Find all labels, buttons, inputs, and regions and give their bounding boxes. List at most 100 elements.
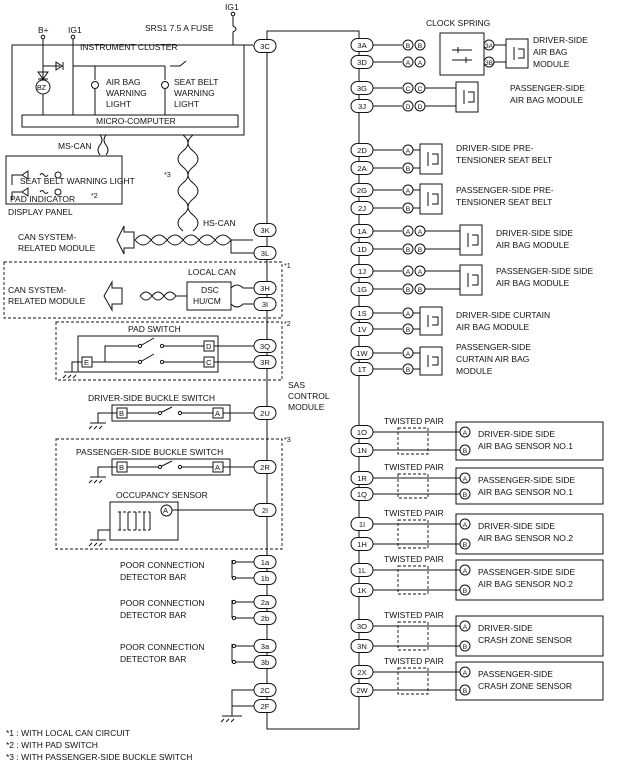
- left-pin-label: 3a: [261, 642, 270, 651]
- pad-indicator-lamp: [54, 188, 62, 196]
- right-pin-label: 3J: [358, 102, 366, 111]
- clock-spring-box: [439, 32, 485, 76]
- driver-airbag-squib: [505, 38, 529, 69]
- driver-pret-squib-element-icon: [427, 152, 439, 166]
- sensor-pin-a: [459, 564, 471, 576]
- left-pin-label: 2U: [260, 409, 270, 418]
- micro-computer-label: MICRO-COMPUTER: [96, 116, 176, 126]
- dsc-label-2: HU/CM: [193, 296, 221, 306]
- twisted-pair-label: TWISTED PAIR: [384, 508, 444, 518]
- note-2: *2 : WITH PAD SWITCH: [6, 740, 98, 750]
- driver-pret-plug-top-label: A: [406, 148, 411, 155]
- occupancy-pin-a-label: A: [163, 506, 169, 515]
- pad-indicator-note: *2: [91, 191, 98, 200]
- sensor-wire: [373, 671, 460, 691]
- twisted-pair-label: TWISTED PAIR: [384, 610, 444, 620]
- sensor-pin-b-label: B: [463, 492, 468, 499]
- local-can-note: *1: [284, 261, 291, 270]
- driver-airbag-plug2-bottom: [414, 56, 426, 68]
- seatbelt-warning-lamp-icon: [161, 81, 169, 89]
- dsc-label-1: DSC: [201, 285, 219, 295]
- right-pin-label: 1S: [357, 309, 366, 318]
- left-pin-bubble: [253, 571, 277, 585]
- sensor-pin-b: [459, 684, 471, 696]
- pass-side-ab-plug2-top-label: A: [418, 269, 423, 276]
- sensor-pin-b-label: B: [463, 588, 468, 595]
- pad-contact-1: [137, 343, 143, 349]
- fuse-label: SRS1 7.5 A FUSE: [145, 23, 214, 33]
- seatbelt-light-l2: WARNING: [174, 88, 215, 98]
- left-pin-label: 3I: [262, 300, 268, 309]
- twisted-pair-label: TWISTED PAIR: [384, 554, 444, 564]
- pass-airbag-squib-element-icon: [463, 90, 475, 104]
- driver-airbag-l2: AIR BAG: [533, 47, 567, 57]
- airbag-light-l3: LIGHT: [106, 99, 131, 109]
- right-pin-label: 1H: [357, 540, 367, 549]
- fuse-wire: [232, 16, 253, 46]
- note-3: *3 : WITH PASSENGER-SIDE BUCKLE SWITCH: [6, 752, 192, 762]
- sensor-label-l2: CRASH ZONE SENSOR: [478, 635, 572, 645]
- right-pin-label: 3A: [357, 41, 367, 50]
- poor-2-contact-b: [231, 615, 237, 621]
- driver-side-ab-squib: [459, 224, 483, 256]
- clock-spring-label: CLOCK SPRING: [426, 18, 490, 28]
- right-pin-label: 1J: [358, 267, 366, 276]
- pad-switch-title: PAD SWITCH: [128, 324, 181, 334]
- right-pin-label: 3D: [357, 58, 367, 67]
- right-pin-label: 1W: [356, 349, 368, 358]
- driver-buckle-pin-b-label: B: [119, 409, 124, 418]
- sensor-label-l2: AIR BAG SENSOR NO.1: [478, 487, 573, 497]
- sensor-pin-b-label: B: [463, 688, 468, 695]
- sensor-pin-a-label: A: [463, 522, 468, 529]
- sensor-box: [455, 615, 604, 657]
- pad-pin-d-label: D: [206, 342, 212, 351]
- pass-airbag-plug2-bottom-label: D: [418, 104, 423, 111]
- driver-airbag-wire: [373, 44, 402, 63]
- driver-side-ab-wire: [373, 230, 402, 250]
- left-pin-bubble: [253, 639, 277, 653]
- left-pin-bubble: [253, 460, 277, 474]
- left-pin-bubble: [253, 406, 277, 420]
- pad-switch-box: [77, 335, 219, 373]
- local-can-dashed-box: [3, 261, 283, 319]
- sensor-pin-a: [459, 666, 471, 678]
- left-pin-label: 3b: [261, 658, 269, 667]
- right-pin-label: 2W: [356, 686, 368, 695]
- pass-pret-l1: PASSENGER-SIDE PRE-: [456, 185, 554, 195]
- local-can-label: LOCAL CAN: [188, 267, 236, 277]
- sensor-label-l2: CRASH ZONE SENSOR: [478, 681, 572, 691]
- pad-pin-e-label: E: [84, 358, 89, 367]
- seatbelt-light-l1: SEAT BELT: [174, 77, 218, 87]
- driver-buckle-contact-2: [177, 410, 183, 416]
- sensor-pin-b: [459, 488, 471, 500]
- pass-curtain-wire-out: [413, 352, 420, 370]
- left-pin-bubble: [253, 339, 277, 353]
- bplus-label: B+: [38, 25, 49, 35]
- driver-side-ab-plug-bottom-label: B: [406, 247, 411, 254]
- pass-buckle-wiring: [88, 460, 253, 484]
- twisted-pair-label: TWISTED PAIR: [384, 416, 444, 426]
- driver-airbag-plug-top: [402, 39, 414, 51]
- driver-side-ab-plug-top: [402, 225, 414, 237]
- right-pin-label: 3G: [357, 84, 367, 93]
- driver-airbag-plug3-top-label: 3A: [485, 43, 494, 50]
- left-pin-label: 3R: [260, 358, 270, 367]
- ig1-top-label: IG1: [225, 2, 239, 12]
- sensor-pin-a-label: A: [463, 430, 468, 437]
- pass-side-ab-plug2-bottom-label: B: [418, 287, 423, 294]
- right-pin-label: 1Q: [357, 490, 367, 499]
- display-panel-box: [5, 155, 123, 205]
- right-pin-label: 2X: [357, 668, 366, 677]
- driver-side-ab-plug-top-label: A: [406, 229, 411, 236]
- sensor-box: [455, 661, 604, 701]
- pass-curtain-squib-element-icon: [427, 355, 439, 367]
- warning-light-feed: [94, 60, 187, 80]
- driver-pret-plug-bottom-label: B: [406, 166, 411, 173]
- note-1: *1 : WITH LOCAL CAN CIRCUIT: [6, 728, 130, 738]
- bplus-terminal: [40, 34, 46, 40]
- airbag-warning-lamp-icon: [91, 81, 99, 89]
- left-pin-label: 3Q: [260, 342, 270, 351]
